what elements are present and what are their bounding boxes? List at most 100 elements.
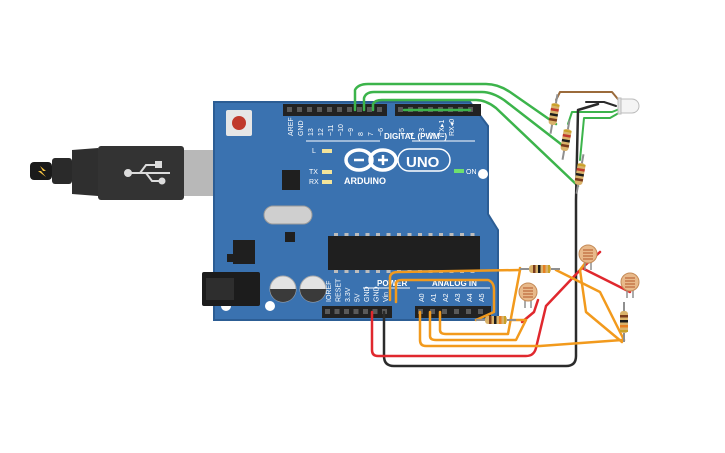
digital-pin-label: TX▸1 [439, 120, 446, 136]
header-pin-hole[interactable] [347, 107, 352, 112]
analog-pin-label: A3 [455, 293, 462, 302]
led-rx-label: RX [309, 179, 319, 186]
photoresistor-1[interactable] [578, 244, 598, 270]
digital-pin-label: 13 [308, 128, 315, 136]
led-l-label: L [312, 148, 316, 155]
mcu-pin [365, 270, 370, 273]
mcu-pin [428, 233, 433, 236]
mcu-pin [449, 233, 454, 236]
digital-pin-label: ~6 [378, 128, 385, 136]
rgb-led[interactable] [617, 97, 640, 115]
digital-pin-label: 2 [429, 132, 436, 136]
lead-r3-led [579, 109, 625, 161]
mcu-pin [439, 233, 443, 236]
header-pin-hole[interactable] [454, 309, 459, 314]
digital-pin-label: RX◂0 [449, 119, 456, 136]
wire-orange-a2[interactable] [438, 266, 522, 336]
resistor-r3[interactable] [573, 154, 588, 195]
wires [353, 82, 632, 368]
resistor-r2[interactable] [559, 120, 574, 161]
resistor-r5[interactable] [476, 316, 516, 324]
header-pin-hole[interactable] [325, 309, 330, 314]
header-pin-hole[interactable] [478, 309, 483, 314]
wire-green-pin11[interactable] [353, 82, 558, 126]
lead-led-common [585, 101, 617, 107]
mcu-pin [376, 270, 380, 273]
power-pin-label: IOREF [326, 281, 333, 302]
digital-pin-label: ~5 [399, 128, 406, 136]
mcu-pin [344, 270, 349, 273]
photoresistors [518, 244, 640, 308]
mcu-pin [470, 233, 475, 236]
arduino-logo: ARDUINO UNO [344, 148, 451, 186]
power-pin-label: Vin [383, 292, 390, 302]
header-pin-hole[interactable] [372, 309, 378, 314]
photoresistor-3[interactable] [620, 272, 640, 298]
mcu-pin [365, 233, 370, 236]
on-led-label: ON [466, 169, 477, 176]
header-pin-hole[interactable] [363, 309, 368, 314]
power-pin-label: 3.3V [345, 287, 352, 302]
header-pin-hole[interactable] [334, 309, 340, 314]
header-pin-hole[interactable] [367, 107, 372, 112]
header-pin-hole[interactable] [317, 107, 322, 112]
mcu-pin [355, 270, 359, 273]
mcu-pin [407, 233, 412, 236]
wire-red-ldr2[interactable] [520, 298, 540, 324]
wire-orange-a0[interactable] [418, 310, 624, 348]
power-header-label: POWER [377, 279, 407, 288]
analog-pin-label: A4 [467, 293, 474, 302]
mcu-pin [386, 233, 391, 236]
lead-r2-led [567, 107, 623, 125]
power-bolt-icon [38, 166, 46, 177]
resistors [476, 94, 628, 342]
wire-orange-a1[interactable] [428, 310, 528, 342]
photoresistor-2[interactable] [518, 282, 538, 308]
header-pin-hole[interactable] [398, 107, 403, 112]
header-pin-hole[interactable] [297, 107, 302, 112]
resistor-r6[interactable] [620, 302, 628, 342]
wire-red-5v[interactable] [370, 250, 602, 358]
wire-orange-gnd-bus[interactable] [394, 278, 496, 322]
header-pin-hole[interactable] [377, 107, 382, 112]
power-pin-label: GND [364, 286, 371, 302]
analog-pin-label: A1 [431, 293, 438, 302]
digital-header-label: DIGITAL (PWM~) [384, 132, 447, 141]
model-label: UNO [406, 154, 440, 171]
mcu-pin [355, 233, 359, 236]
resistor-r1[interactable] [547, 94, 562, 135]
digital-pin-label: ~10 [338, 124, 345, 136]
wire-orange-ldr1[interactable] [578, 260, 624, 344]
header-pin-hole[interactable] [344, 309, 349, 314]
wire-red-ldr3[interactable] [580, 266, 632, 294]
wire-black-gnd[interactable] [382, 102, 600, 368]
wire-orange-r-ldr[interactable] [554, 268, 626, 342]
mcu-pin [376, 233, 380, 236]
header-pin-hole[interactable] [287, 107, 292, 112]
mcu-pin [344, 233, 349, 236]
analog-pin-label: A2 [443, 293, 450, 302]
power-pin-label: RESET [336, 278, 343, 302]
led-tx-label: TX [309, 169, 318, 176]
header-pin-hole[interactable] [357, 107, 362, 112]
resistor-r4[interactable] [520, 265, 560, 273]
header-pin-hole[interactable] [430, 309, 435, 314]
header-pin-hole[interactable] [337, 107, 342, 112]
header-pin-hole[interactable] [466, 309, 471, 314]
digital-pin-label: 12 [318, 128, 325, 136]
brand-label: ARDUINO [344, 176, 386, 186]
header-pin-hole[interactable] [353, 309, 359, 314]
digital-pin-label: 4 [409, 132, 416, 136]
mcu-pin [334, 270, 338, 273]
header-pin-hole[interactable] [307, 107, 312, 112]
microcontroller-chip [328, 236, 480, 270]
header-pin-hole[interactable] [442, 309, 447, 314]
digital-pin-label: 7 [368, 132, 375, 136]
wire-orange-loop[interactable] [388, 268, 522, 302]
header-pin-hole[interactable] [327, 107, 332, 112]
wire-green-pin9[interactable] [371, 98, 580, 188]
wire-green-pin10[interactable] [362, 90, 568, 150]
mcu-pin [386, 270, 391, 273]
